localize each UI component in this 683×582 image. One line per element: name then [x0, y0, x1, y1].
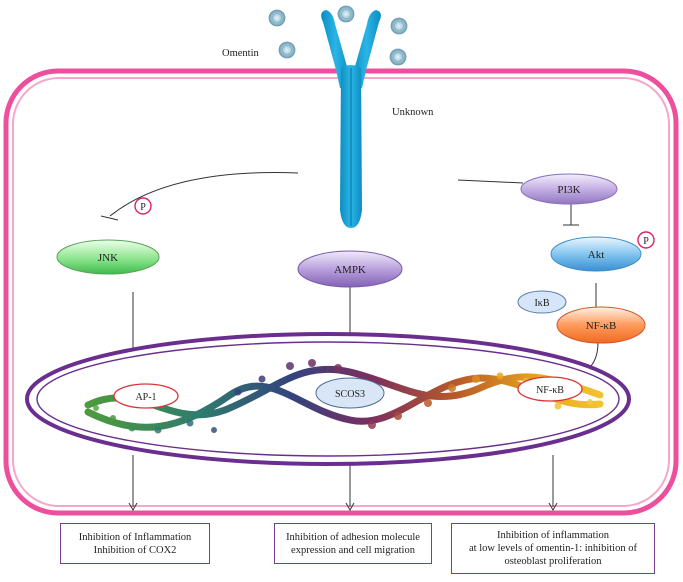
svg-text:NF-κB: NF-κB — [536, 385, 564, 396]
ampk-node: AMPK — [297, 250, 403, 288]
pi3k-node: PI3K — [520, 173, 618, 205]
inhibit-bar-jnk — [100, 215, 119, 221]
outcome-middle-line-1: Inhibition of adhesion molecule — [286, 531, 420, 543]
svg-text:AMPK: AMPK — [334, 264, 366, 276]
jnk-node: JNK — [56, 239, 160, 275]
outcome-box-middle: Inhibition of adhesion molecule expressi… — [274, 523, 432, 564]
receptor-to-pi3k-line — [457, 179, 524, 184]
svg-text:SCOS3: SCOS3 — [335, 389, 365, 400]
omentin-molecule-icon — [337, 5, 355, 23]
omentin-molecule-icon — [278, 41, 296, 59]
outcome-left-line-1: Inhibition of Inflammation — [78, 531, 192, 543]
svg-text:NF-κB: NF-κB — [586, 320, 617, 332]
outcome-left-line-2: Inhibition of COX2 — [93, 544, 177, 556]
outcome-right-line-3: osteoblast proliferation — [504, 556, 602, 567]
outcome-right-line-2: at low levels of omentin-1: inhibition o… — [469, 543, 637, 554]
outcome-box-left: Inhibition of Inflammation Inhibition of… — [60, 523, 210, 564]
svg-text:IκB: IκB — [534, 298, 549, 309]
receptor-icon — [321, 10, 381, 228]
ap1-node: AP-1 — [113, 383, 179, 409]
svg-text:JNK: JNK — [98, 252, 118, 264]
svg-text:PI3K: PI3K — [557, 184, 580, 196]
phosphorylation-marker-akt: P — [637, 231, 655, 249]
scos3-node: SCOS3 — [315, 377, 385, 409]
omentin-molecule-icon — [390, 17, 408, 35]
outcome-middle-line-2: expression and cell migration — [291, 544, 415, 556]
svg-text:AP-1: AP-1 — [135, 392, 156, 403]
unknown-receptor-label: Unknown — [392, 107, 434, 118]
omentin-molecule-icon — [389, 48, 407, 66]
omentin-molecules — [268, 5, 408, 66]
akt-node: Akt — [550, 236, 642, 272]
ikb-node: IκB — [517, 290, 567, 314]
omentin-label: Omentin — [222, 48, 259, 59]
arrowheads — [128, 502, 558, 512]
omentin-molecule-icon — [268, 9, 286, 27]
svg-text:P: P — [140, 202, 146, 213]
receptor-to-jnk-inhibit-line — [109, 172, 299, 217]
nfkb-cytoplasm-node: NF-κB — [556, 306, 646, 344]
svg-text:P: P — [643, 236, 649, 247]
svg-text:Akt: Akt — [588, 249, 605, 261]
outcome-box-right: Inhibition of inflammation at low levels… — [451, 523, 655, 574]
outcome-right-line-1: Inhibition of inflammation — [497, 530, 609, 541]
phosphorylation-marker-jnk: P — [134, 197, 152, 215]
nfkb-nucleus-node: NF-κB — [517, 376, 583, 402]
